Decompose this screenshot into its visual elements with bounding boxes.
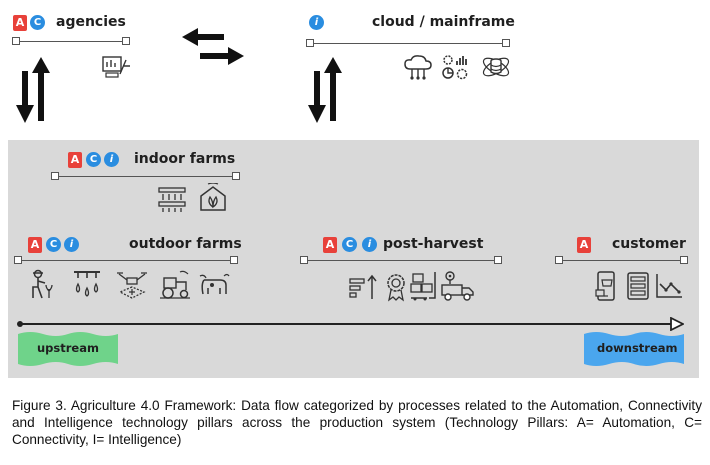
node-track-end [494,256,502,264]
connectivity-badge: C [46,237,61,252]
server-icon [627,272,649,300]
node-track-start [306,39,314,47]
node-track-end [502,39,510,47]
node-track [20,41,122,42]
flow-arrow [17,317,684,331]
upstream-label: upstream [37,341,99,355]
connectivity-badge: C [30,15,45,30]
automation-badge: A [13,15,27,31]
connectivity-badge: C [342,237,357,252]
automation-badge: A [28,237,42,253]
livestock-icon [199,273,230,295]
node-title-indoor-farms: indoor farms [134,151,236,167]
node-track-start [12,37,20,45]
node-title-cloud: cloud / mainframe [372,14,515,30]
farmer-icon [32,269,53,299]
node-track-start [51,172,59,180]
node-track-end [680,256,688,264]
intelligence-badge: i [309,15,324,30]
delivery-truck-icon [441,271,474,301]
node-title-agencies: agencies [56,14,126,30]
analytics-gears-icon [442,55,468,80]
node-title-outdoor-farms: outdoor farms [129,236,242,252]
node-track [314,43,502,44]
node-title-post-harvest: post-harvest [383,236,484,252]
tractor-icon [160,270,190,299]
node-track-start [300,256,308,264]
production-system-panel [8,140,699,378]
updown-arrows-left-icon [16,57,50,123]
node-track [308,260,494,261]
database-icon [482,57,510,77]
node-track-start [14,256,22,264]
automation-badge: A [323,237,337,253]
updown-arrows-right-icon [308,57,342,123]
node-title-customer: customer [612,236,686,252]
connectivity-badge: C [86,152,101,167]
farm-management-icon [102,56,130,78]
automation-badge: A [577,237,591,253]
upstream-wave [18,332,118,366]
automation-badge: A [68,152,82,168]
greenhouse-icon [200,183,226,211]
node-track-end [230,256,238,264]
drone-icon [117,272,147,299]
figure-caption: Figure 3. Agriculture 4.0 Framework: Dat… [12,398,702,447]
warehouse-icon [410,272,436,301]
downstream-wave [584,332,684,366]
node-track-start [555,256,563,264]
node-track-end [232,172,240,180]
irrigation-icon [74,271,100,297]
cloud-network-icon [404,55,432,80]
node-track [22,260,230,261]
intelligence-badge: i [104,152,119,167]
mobile-shop-icon [595,271,615,301]
node-track [59,176,232,177]
intelligence-badge: i [362,237,377,252]
sorting-icon [349,274,377,299]
price-chart-icon [656,274,682,298]
hydroponics-icon [158,187,186,212]
node-track [563,260,680,261]
intelligence-badge: i [64,237,79,252]
node-track-end [122,37,130,45]
downstream-label: downstream [597,341,678,355]
exchange-arrows-icon [182,28,244,65]
quality-badge-icon [387,274,405,302]
